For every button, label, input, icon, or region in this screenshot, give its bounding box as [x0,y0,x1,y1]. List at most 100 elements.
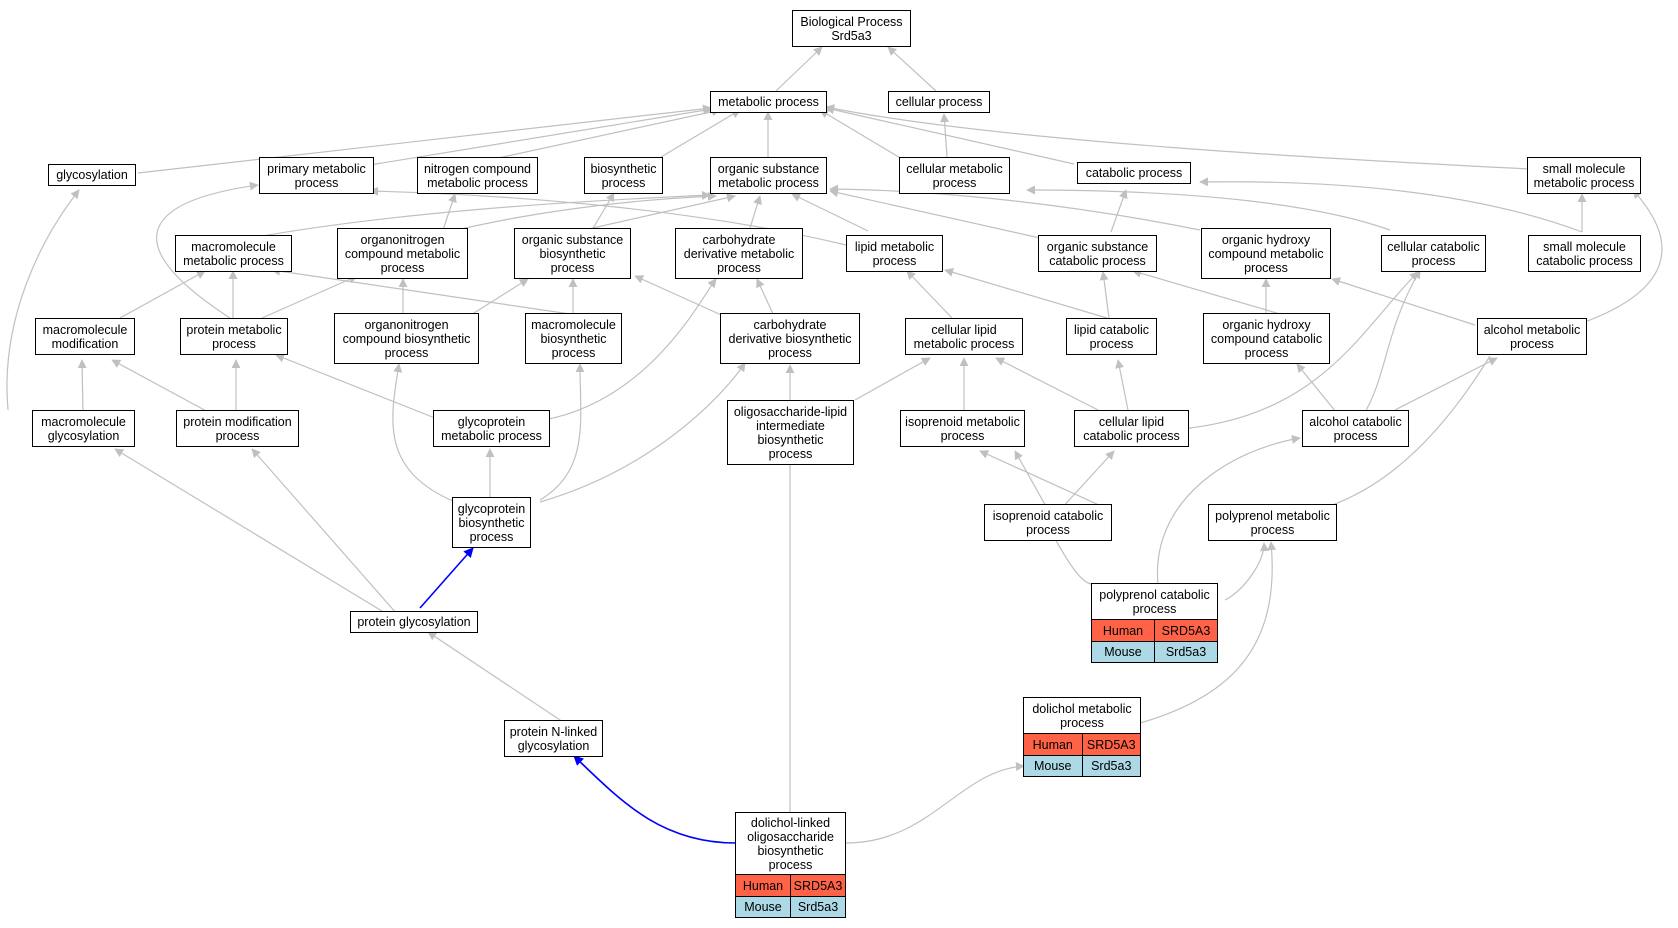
node-organic-substance-metabolic-process[interactable]: organic substance metabolic process [710,157,827,194]
edge [1168,271,1419,431]
node-isoprenoid-catabolic-process[interactable]: isoprenoid catabolic process [984,504,1112,541]
edge [1115,359,1129,411]
edge [77,359,87,414]
node-lipid-catabolic-process[interactable]: lipid catabolic process [1066,318,1157,355]
node-macromolecule-biosynthetic-process[interactable]: macromolecule biosynthetic process [525,313,622,364]
node-carbohydrate-derivative-metabolic-process[interactable]: carbohydrate derivative metabolic proces… [675,228,803,279]
node-cellular-lipid-catabolic-process[interactable]: cellular lipid catabolic process [1074,410,1189,447]
node-oligosaccharide-lipid-intermediate-biosynthetic-process[interactable]: oligosaccharide-lipid intermediate biosy… [727,400,854,465]
edge [539,362,746,503]
edge [474,107,721,164]
edge [829,188,1041,239]
edge [887,46,937,92]
species-label: Human [1102,623,1144,638]
gene-symbol: SRD5A3 [1154,620,1217,641]
edge [239,190,711,241]
species-label: Mouse [1033,759,1072,773]
path-edge [573,755,737,844]
node-title: dolichol-linked oligosaccharide biosynth… [736,813,845,875]
edge [1224,542,1269,601]
gene-symbol: Srd5a3 [1081,756,1141,776]
node-carbohydrate-derivative-biosynthetic-process[interactable]: carbohydrate derivative biosynthetic pro… [720,313,860,364]
node-organonitrogen-compound-biosynthetic-process[interactable]: organonitrogen compound biosynthetic pro… [334,313,479,364]
edge [829,184,1201,231]
edge [1581,189,1663,324]
edge [775,46,823,92]
edge [825,104,1531,170]
node-biosynthetic-process[interactable]: biosynthetic process [584,157,663,194]
species-label: Mouse [1104,645,1142,659]
edge [539,363,585,501]
node-cellular-lipid-metabolic-process[interactable]: cellular lipid metabolic process [905,318,1023,355]
edge [1026,185,1391,231]
mouse-row: Mouse Srd5a3 [1092,641,1217,662]
edge [251,448,405,623]
node-organic-hydroxy-compound-catabolic-process[interactable]: organic hydroxy compound catabolic proce… [1203,313,1330,364]
node-organonitrogen-compound-metabolic-process[interactable]: organonitrogen compound metabolic proces… [337,228,468,279]
edge [6,189,80,411]
human-row: Human SRD5A3 [1092,620,1217,641]
edge [940,113,950,158]
node-primary-metabolic-process[interactable]: primary metabolic process [259,157,374,194]
node-catabolic-process[interactable]: catabolic process [1077,162,1191,184]
node-organic-substance-biosynthetic-process[interactable]: organic substance biosynthetic process [514,228,631,279]
edge [944,267,1108,319]
node-organic-substance-catabolic-process[interactable]: organic substance catabolic process [1038,235,1157,272]
edge [1199,177,1583,233]
edge [1099,271,1110,319]
species-label: Human [1032,737,1073,752]
mouse-row: Mouse Srd5a3 [1024,755,1140,776]
edge [369,105,713,166]
node-organic-hydroxy-compound-metabolic-process[interactable]: organic hydroxy compound metabolic proce… [1201,228,1331,279]
edge [119,270,206,319]
edge [1014,450,1049,511]
node-protein-glycosylation[interactable]: protein glycosylation [350,611,478,633]
node-title: polyprenol catabolic process [1092,584,1217,620]
node-small-molecule-catabolic-process[interactable]: small molecule catabolic process [1528,235,1641,272]
node-glycoprotein-metabolic-process[interactable]: glycoprotein metabolic process [433,410,550,447]
node-alcohol-catabolic-process[interactable]: alcohol catabolic process [1302,410,1409,447]
edge [791,193,869,232]
node-glycoprotein-biosynthetic-process[interactable]: glycoprotein biosynthetic process [452,497,531,548]
node-glycosylation[interactable]: glycosylation [48,164,136,186]
node-alcohol-metabolic-process[interactable]: alcohol metabolic process [1477,318,1587,355]
node-lipid-metabolic-process[interactable]: lipid metabolic process [846,235,943,272]
edge [1059,450,1115,511]
edge [756,278,774,315]
edge [261,275,358,319]
edge [574,193,736,233]
node-polyprenol-metabolic-process[interactable]: polyprenol metabolic process [1208,504,1337,541]
edge [1296,363,1337,413]
edge [1156,434,1301,586]
edge [1394,357,1498,411]
node-macromolecule-metabolic-process[interactable]: macromolecule metabolic process [175,235,292,272]
edge [854,357,931,401]
edge [845,762,1025,844]
edge [111,359,211,414]
node-cellular-catabolic-process[interactable]: cellular catabolic process [1381,235,1486,272]
node-dolichol-metabolic-process[interactable]: dolichol metabolic process Human SRD5A3 … [1023,697,1141,777]
human-row: Human SRD5A3 [1024,734,1140,755]
edge [995,357,1099,411]
edge [1120,541,1277,729]
edge [1353,269,1421,431]
edge [465,278,529,319]
node-macromolecule-modification[interactable]: macromolecule modification [35,318,135,355]
edge [1132,268,1281,315]
node-polyprenol-catabolic-process[interactable]: polyprenol catabolic process Human SRD5A… [1091,583,1218,663]
node-cellular-process[interactable]: cellular process [888,91,990,113]
node-protein-n-linked-glycosylation[interactable]: protein N-linked glycosylation [504,720,603,757]
node-macromolecule-glycosylation[interactable]: macromolecule glycosylation [32,410,135,447]
node-nitrogen-compound-metabolic-process[interactable]: nitrogen compound metabolic process [417,157,538,194]
node-dolichol-linked-oligosaccharide-biosynthetic-process[interactable]: dolichol-linked oligosaccharide biosynth… [735,812,846,918]
node-small-molecule-metabolic-process[interactable]: small molecule metabolic process [1527,157,1641,194]
node-protein-metabolic-process[interactable]: protein metabolic process [180,318,288,355]
node-cellular-metabolic-process[interactable]: cellular metabolic process [899,157,1010,194]
edge [137,104,712,174]
edge [1110,189,1128,233]
node-isoprenoid-metabolic-process[interactable]: isoprenoid metabolic process [900,410,1025,447]
node-root[interactable]: Biological Process Srd5a3 [792,10,911,47]
node-metabolic-process[interactable]: metabolic process [710,91,827,113]
node-protein-modification-process[interactable]: protein modification process [176,410,299,447]
